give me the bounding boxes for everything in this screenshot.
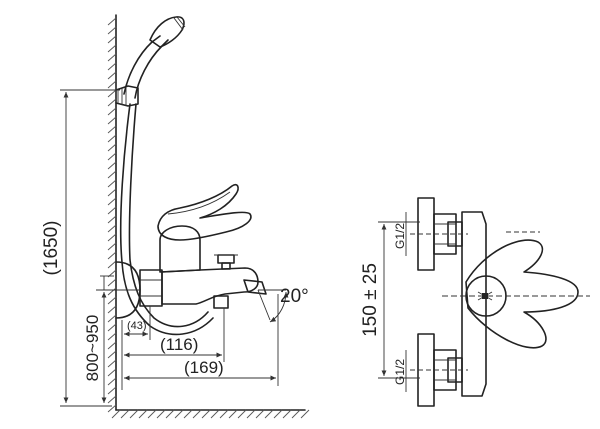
hatch-line: [107, 143, 117, 152]
hatch-line: [107, 305, 117, 314]
hatch-line: [107, 161, 117, 170]
hatch-line: [107, 287, 117, 296]
hatch-line: [107, 386, 117, 395]
floor-hatching: [111, 409, 310, 419]
side-dimensions: [60, 89, 289, 407]
hatch-line: [107, 98, 117, 107]
mixer-front-view: [410, 197, 590, 407]
hatch-line: [156, 409, 166, 419]
hatch-line: [107, 107, 117, 116]
hatch-line: [273, 409, 283, 419]
hatch-line: [107, 71, 117, 80]
label-offset-169: (169): [184, 358, 224, 377]
hatch-line: [264, 409, 274, 419]
hatch-line: [107, 242, 117, 251]
hatch-line: [107, 368, 117, 377]
hand-shower-side-view: [115, 16, 214, 336]
hatch-line: [107, 260, 117, 269]
hatch-line: [291, 409, 301, 419]
hatch-line: [107, 395, 117, 404]
hatch-line: [107, 206, 117, 215]
label-center-distance: 150 ± 25: [360, 263, 381, 337]
hatch-line: [210, 409, 220, 419]
front-dimensions: [378, 212, 420, 392]
hatch-line: [107, 116, 117, 125]
hatch-line: [107, 188, 117, 197]
hatch-line: [138, 409, 148, 419]
hatch-line: [107, 44, 117, 53]
hatch-line: [107, 323, 117, 332]
hatch-line: [107, 170, 117, 179]
hatch-line: [107, 26, 117, 35]
label-thread-bottom: G1/2: [393, 359, 407, 385]
hatch-line: [107, 89, 117, 98]
hatch-line: [107, 251, 117, 260]
label-height-range: 800~950: [83, 315, 102, 382]
hatch-line: [192, 409, 202, 419]
hatch-line: [282, 409, 292, 419]
hatch-line: [228, 409, 238, 419]
hatch-line: [237, 409, 247, 419]
hatch-line: [107, 233, 117, 242]
hatch-line: [174, 409, 184, 419]
hatch-line: [165, 409, 175, 419]
hatch-line: [219, 409, 229, 419]
label-height-total: (1650): [41, 221, 62, 276]
dimension-labels: (1650) 800~950 (43) (116) (169) 20° 150 …: [41, 221, 407, 385]
hatch-line: [107, 224, 117, 233]
hatch-line: [107, 296, 117, 305]
hatch-line: [107, 314, 117, 323]
hatch-line: [107, 341, 117, 350]
hatch-line: [107, 332, 117, 341]
hatch-line: [147, 409, 157, 419]
hatch-line: [107, 134, 117, 143]
hatch-line: [107, 62, 117, 71]
label-thread-top: G1/2: [393, 223, 407, 249]
hatch-line: [107, 80, 117, 89]
hatch-line: [107, 53, 117, 62]
hatch-line: [300, 409, 310, 419]
label-offset-116: (116): [160, 335, 198, 354]
hatch-line: [183, 409, 193, 419]
hatch-line: [107, 350, 117, 359]
hatch-line: [107, 125, 117, 134]
hatch-line: [201, 409, 211, 419]
hatch-line: [107, 17, 117, 26]
hatch-line: [246, 409, 256, 419]
hatch-line: [107, 215, 117, 224]
hatch-line: [107, 152, 117, 161]
hatch-line: [120, 409, 130, 419]
wall-and-floor: [107, 14, 310, 419]
hatch-line: [255, 409, 265, 419]
mixer-side-view: [115, 183, 267, 319]
wall-hatching: [107, 17, 117, 413]
hatch-line: [107, 179, 117, 188]
hatch-line: [107, 404, 117, 413]
label-angle: 20°: [280, 286, 309, 307]
hatch-line: [107, 377, 117, 386]
hatch-line: [111, 409, 121, 419]
hatch-line: [107, 278, 117, 287]
label-offset-43: (43): [127, 320, 147, 332]
hatch-line: [129, 409, 139, 419]
hatch-line: [107, 197, 117, 206]
hatch-line: [107, 35, 117, 44]
hatch-line: [107, 359, 117, 368]
